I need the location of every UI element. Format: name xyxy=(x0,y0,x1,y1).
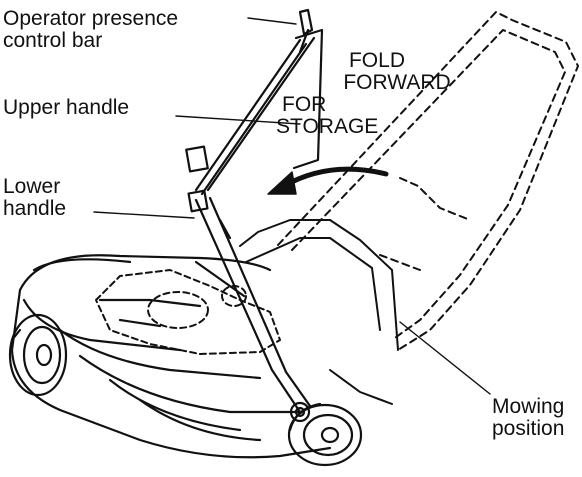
upper-handle-label: Upper handle xyxy=(3,97,129,119)
operator-presence-label-line2: control bar xyxy=(3,29,103,52)
callout-line3: FOR xyxy=(282,93,327,116)
lower-handle-label: Lower handle xyxy=(3,176,66,220)
mower-deck xyxy=(10,254,332,459)
mowing-position-label-line2: position xyxy=(492,417,565,440)
callout-line2: FORWARD xyxy=(343,71,451,94)
lower-handle-label-line1: Lower xyxy=(3,175,61,198)
mowing-position-handle xyxy=(277,11,579,351)
mowing-position-label-line1: Mowing xyxy=(492,395,565,418)
lower-handle xyxy=(194,196,312,423)
lower-handle-label-line2: handle xyxy=(3,197,67,220)
fold-arrow xyxy=(267,166,389,195)
front-wheel xyxy=(8,313,68,397)
operator-presence-label: Operator presence control bar xyxy=(3,8,178,52)
upper-handle xyxy=(185,36,316,213)
callout-line4: STORAGE xyxy=(276,115,379,138)
handle-lower-frame xyxy=(239,219,399,405)
fold-forward-callout: FOLD FORWARD FOR STORAGE xyxy=(272,50,462,138)
operator-presence-label-line1: Operator presence xyxy=(3,7,179,30)
leader-lines xyxy=(93,17,491,395)
operator-presence-bar xyxy=(292,8,324,170)
engine xyxy=(95,269,281,355)
upper-handle-label-text: Upper handle xyxy=(3,96,130,119)
callout-line1: FOLD xyxy=(348,49,405,72)
rear-wheel xyxy=(287,402,363,467)
mowing-position-label: Mowing position xyxy=(492,396,564,440)
